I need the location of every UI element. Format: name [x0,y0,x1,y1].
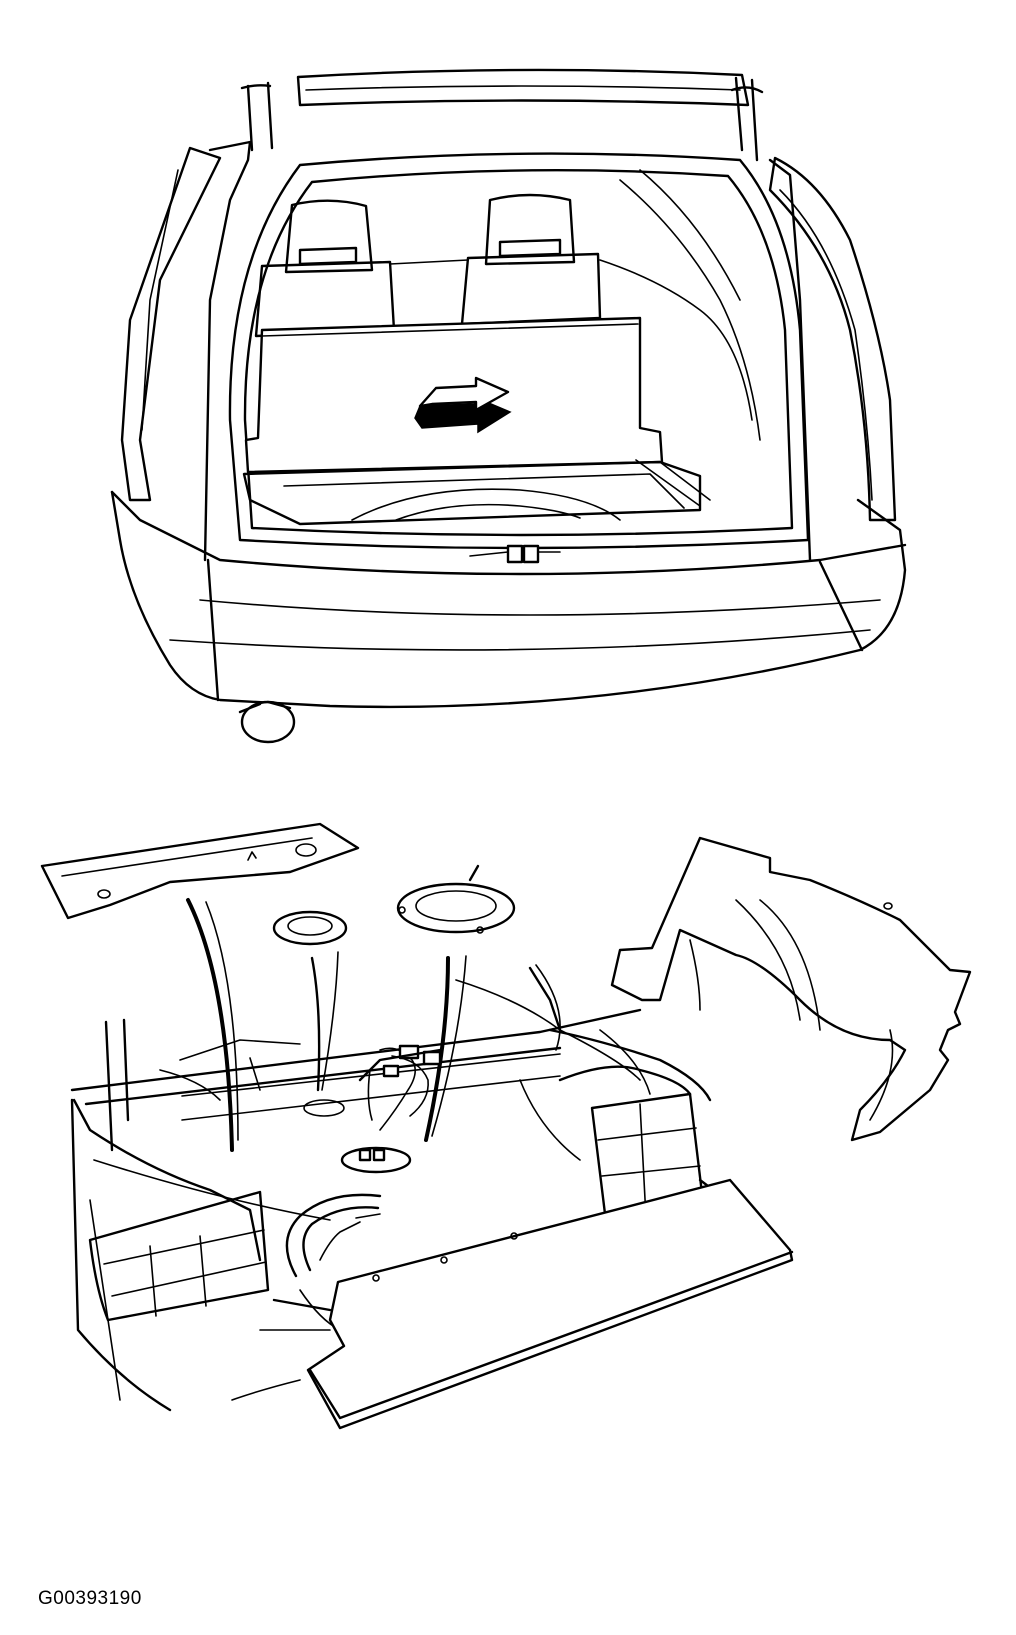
spare-wheel-tub [285,1193,382,1331]
exhaust-tip [238,700,296,744]
load-floor-panel [244,316,664,474]
figure-code: G00393190 [38,1588,142,1609]
rear-bumper [110,490,907,709]
fuel-pump-opening [303,1099,412,1174]
access-cover [396,864,516,934]
cargo-opening [228,152,810,550]
wiring-harness [358,1044,442,1131]
right-pillar [768,156,897,562]
cargo-floor-panel [231,1178,794,1430]
removal-arrow-icon [414,376,512,434]
left-pillar [120,140,252,562]
side-trim-panel [610,836,972,1142]
sealing-ring [272,910,348,946]
tailgate [240,68,764,162]
vehicle-rear-view [110,68,907,744]
tailgate-latch [469,544,561,564]
left-taillight [88,1190,270,1322]
exploded-trunk-view [40,822,972,1430]
spare-wheel-well [242,459,711,526]
rear-shelf-panel [40,822,360,920]
trunk-body [70,964,712,1412]
